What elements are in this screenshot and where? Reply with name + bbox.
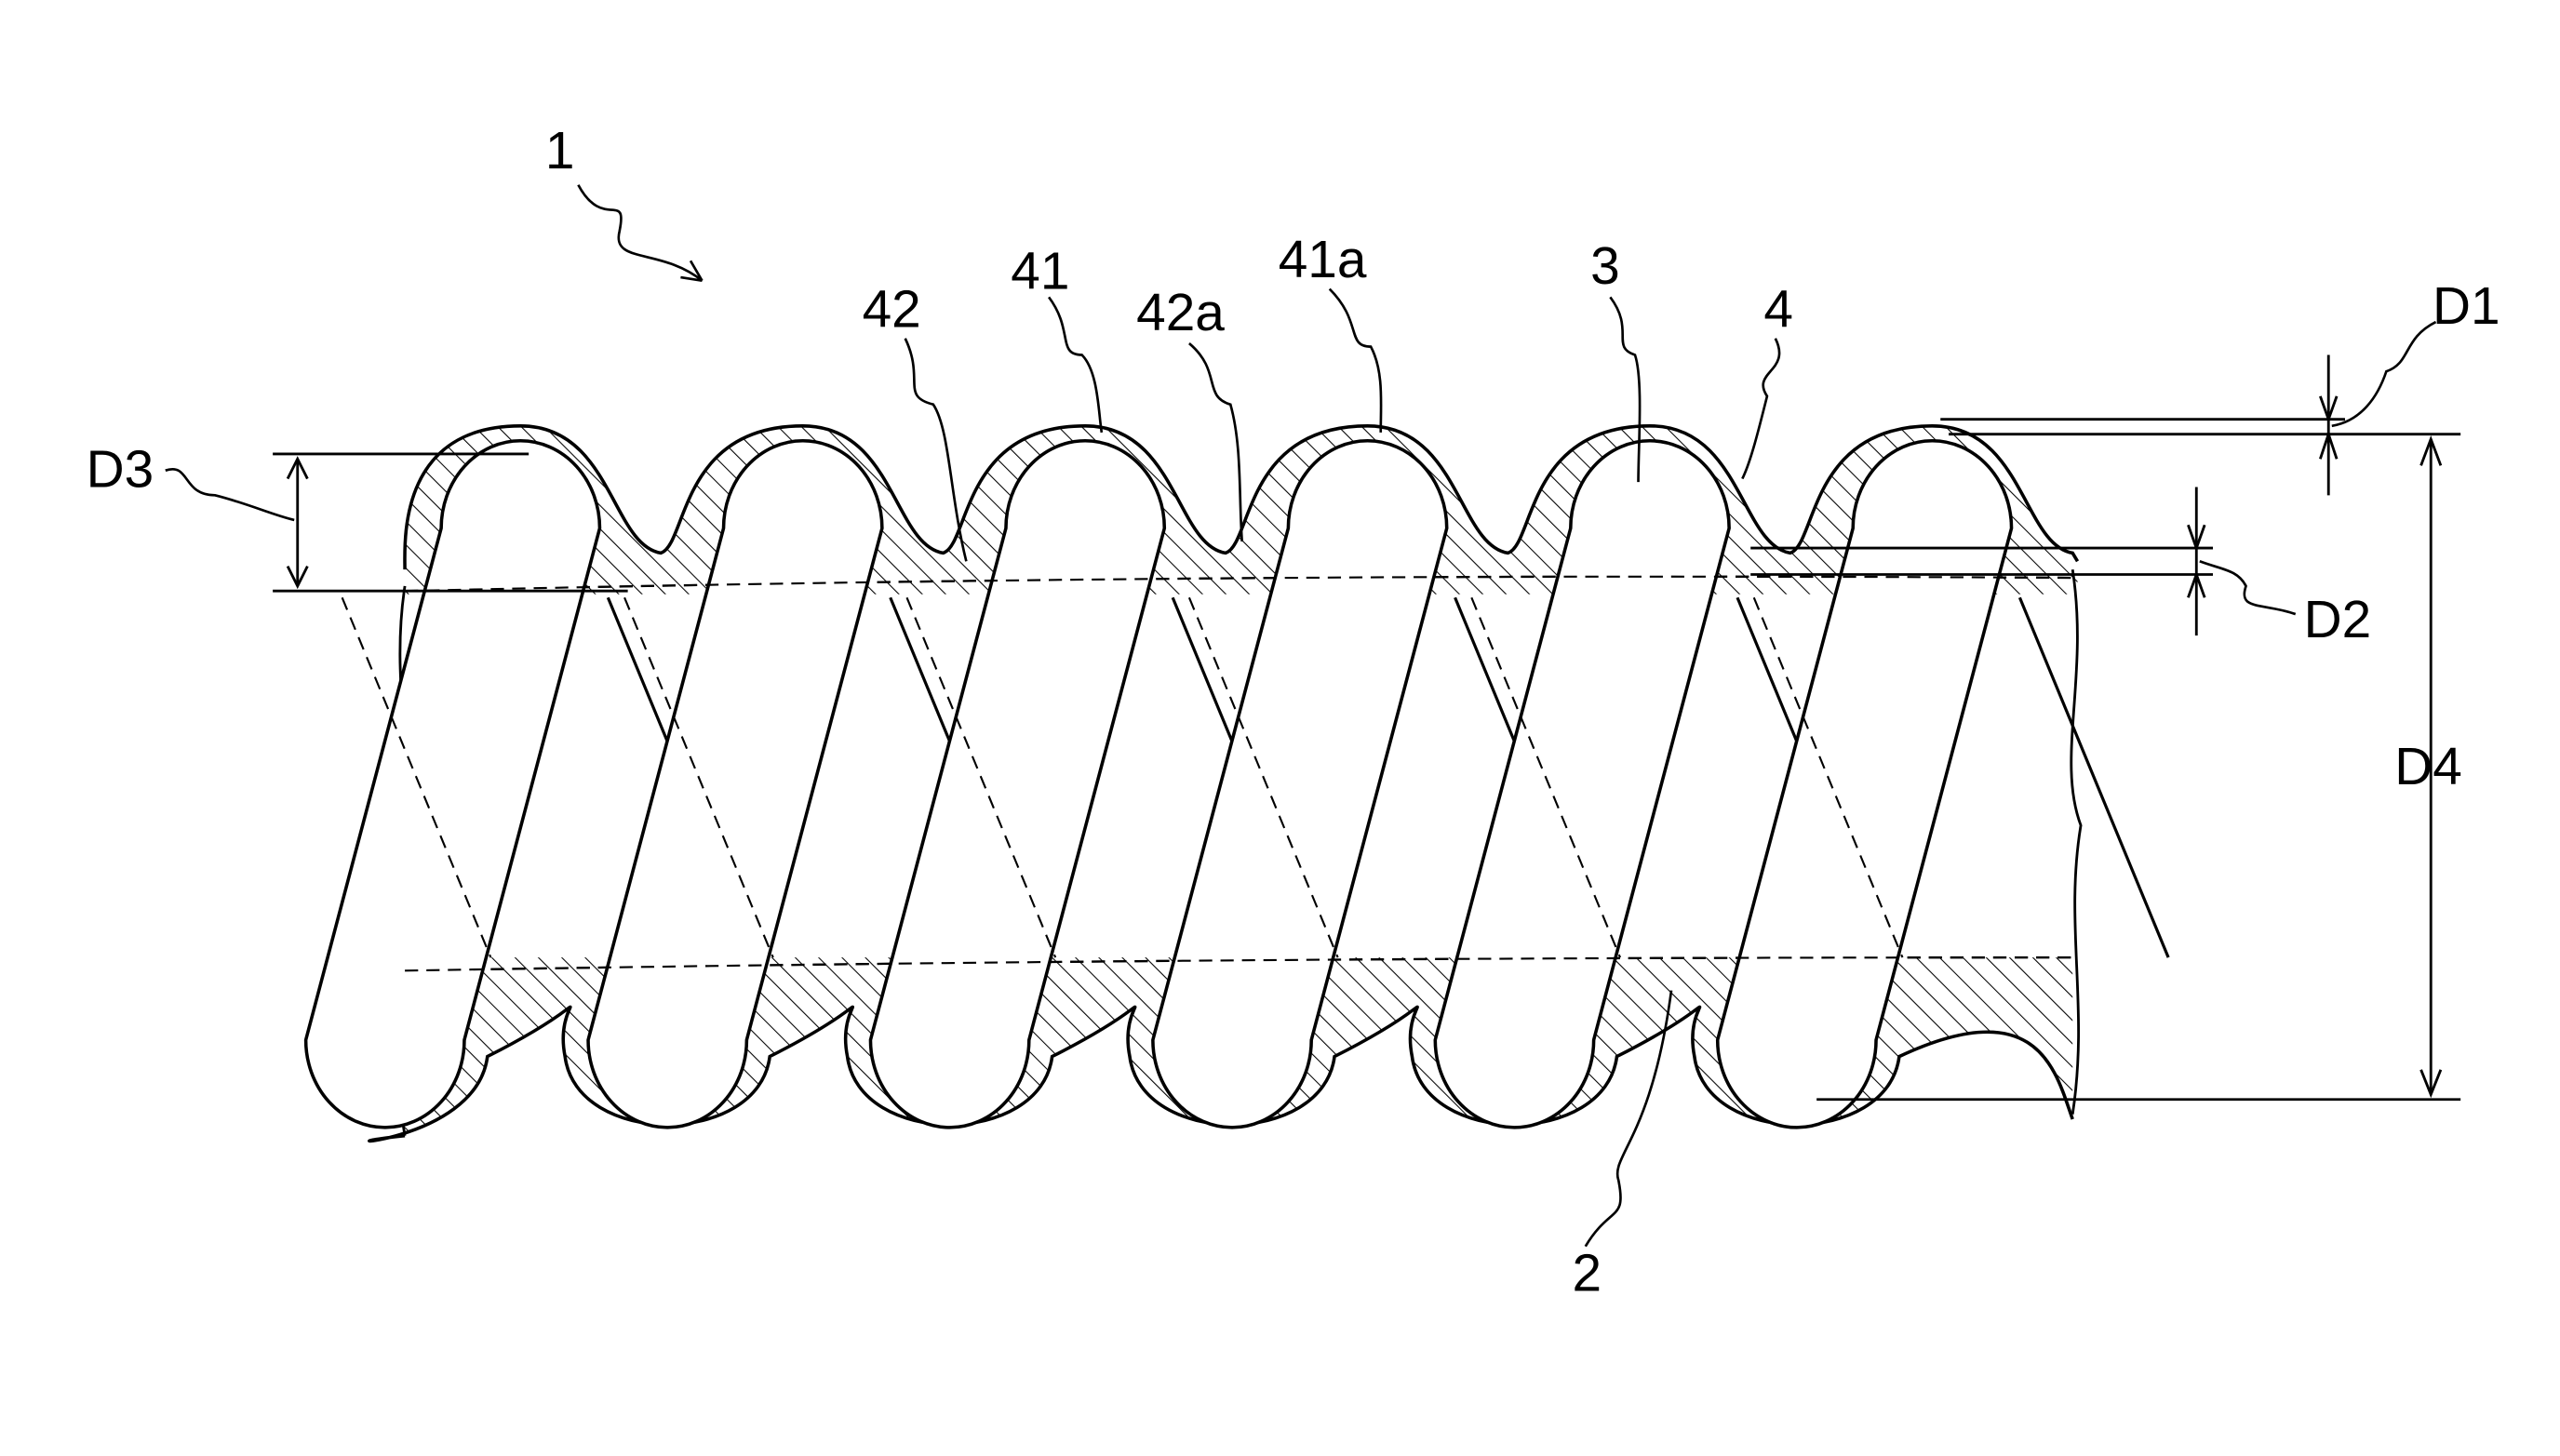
label-42a: 42a: [1136, 284, 1225, 342]
label-42: 42: [863, 280, 921, 339]
label-2: 2: [1573, 1245, 1602, 1303]
label-41: 41: [1011, 243, 1069, 301]
label-3: 3: [1590, 237, 1620, 296]
leader-4: [1742, 339, 1779, 479]
leader-d1: [2332, 322, 2436, 426]
leader-41a: [1330, 289, 1381, 433]
leader-d2: [2200, 561, 2296, 614]
leader-42a: [1189, 343, 1242, 541]
leader-d3: [166, 469, 294, 520]
label-4: 4: [1763, 280, 1793, 339]
leader-42: [905, 339, 967, 562]
leader-1: [578, 185, 702, 281]
label-1: 1: [545, 122, 575, 180]
label-d4: D4: [2394, 738, 2462, 796]
label-d2: D2: [2304, 591, 2372, 649]
label-d3: D3: [87, 440, 154, 499]
leader-41: [1049, 297, 1102, 432]
label-d1: D1: [2433, 277, 2500, 336]
label-41a: 41a: [1279, 231, 1367, 289]
right-cut-edge: [2071, 569, 2081, 1115]
